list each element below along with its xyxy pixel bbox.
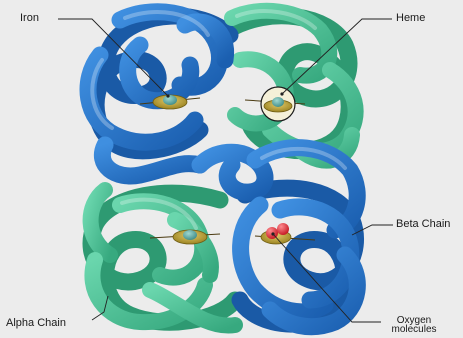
iron-atom-top-right — [272, 97, 284, 107]
iron-atom-bottom-left — [183, 230, 197, 240]
label-oxygen-line2: molecules — [384, 325, 444, 334]
oxygen-molecule-2 — [277, 223, 289, 235]
label-alpha-chain: Alpha Chain — [6, 318, 66, 329]
label-iron: Iron — [20, 13, 39, 24]
blue-subunit-top-left-5 — [185, 22, 226, 60]
label-oxygen-molecules: Oxygen molecules — [384, 316, 444, 334]
label-heme: Heme — [396, 13, 425, 24]
iron-atom-top-left — [163, 95, 177, 105]
label-beta-chain: Beta Chain — [396, 219, 450, 230]
